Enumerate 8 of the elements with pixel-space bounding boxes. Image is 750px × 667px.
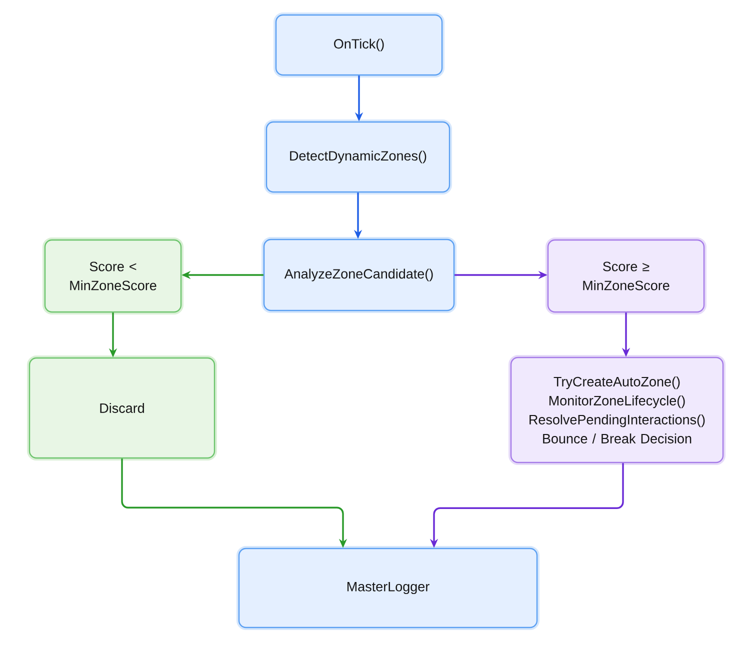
process-box: DetectDynamicZones()	[264, 120, 452, 194]
process-box: Discard	[27, 356, 217, 460]
process-box: OnTick()	[274, 12, 444, 78]
process-box: Score ≥ MinZoneScore	[546, 238, 706, 314]
process-box: MasterLogger	[236, 546, 540, 630]
process-box: TryCreateAutoZone() MonitorZoneLifecycle() ResolvePendingInteractions() Bounce / Break Decision	[508, 355, 726, 465]
process-box: Score < MinZoneScore	[42, 238, 184, 314]
process-box: AnalyzeZoneCandidate()	[262, 237, 456, 313]
